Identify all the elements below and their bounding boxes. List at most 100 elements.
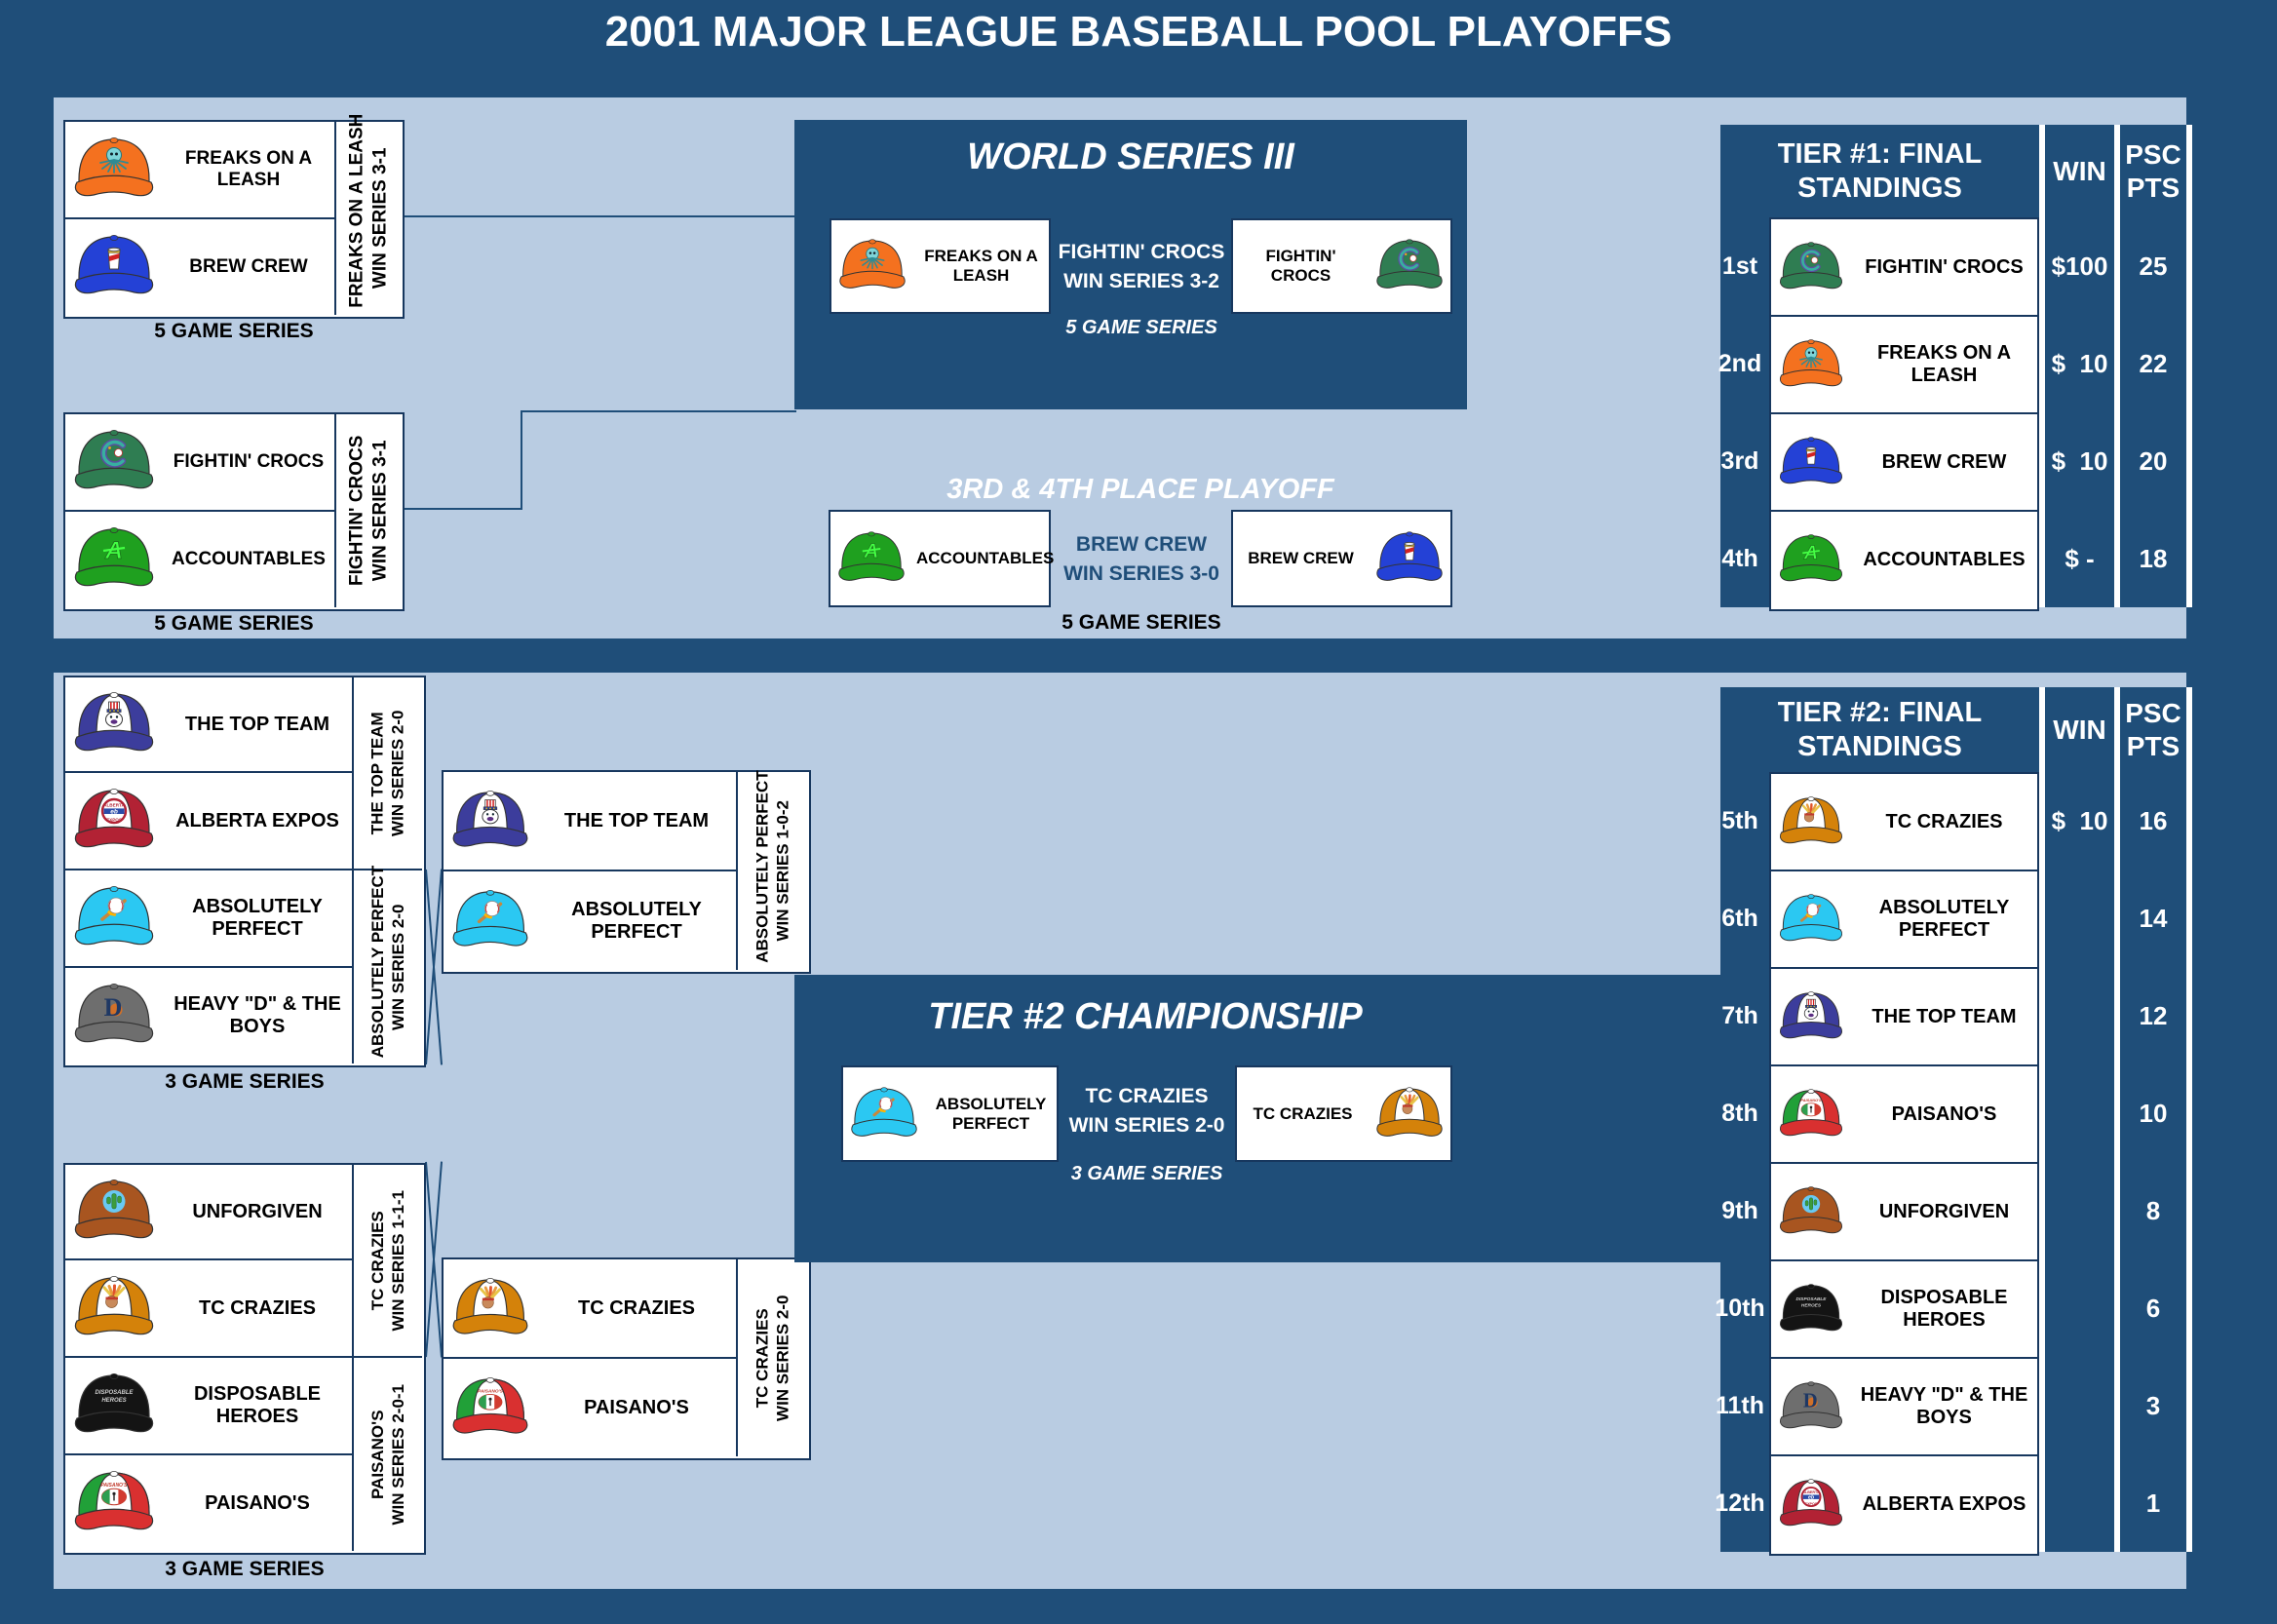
team-name: BREW CREW xyxy=(1248,549,1354,568)
expos-cap: ALBERTA eb EXPOS xyxy=(1771,1476,1851,1533)
psc-points: 3 xyxy=(2145,1390,2161,1420)
win-amount: $100 xyxy=(2051,251,2108,281)
expos-circle-icon: ALBERTA eb EXPOS xyxy=(100,797,128,825)
standings-row: BREW CREW xyxy=(1771,412,2037,510)
svg-text:PAISANO'S: PAISANO'S xyxy=(478,1388,503,1394)
third-place-title: 3RD & 4TH PLACE PLAYOFF xyxy=(946,474,1334,505)
expos-cap: ALBERTA eb EXPOS xyxy=(65,785,163,857)
pts-header-line: PTS xyxy=(2126,172,2181,203)
green-a-icon: A xyxy=(102,537,126,564)
italia-oval-icon: PAISANO'S xyxy=(1800,1097,1822,1116)
team-name: FIGHTIN' CROCS xyxy=(1265,247,1336,285)
standings-row: D HEAVY "D" & THE BOYS xyxy=(1771,1357,2037,1454)
team-name: THE TOP TEAM xyxy=(563,809,710,831)
brew-cap xyxy=(1369,528,1450,589)
disposable-cap-icon: DISPOSABLE HEROES xyxy=(74,1373,154,1433)
winner-name: FIGHTIN' CROCS xyxy=(346,435,367,587)
unforgiven-cap-icon xyxy=(74,1179,154,1239)
topteam-cap-icon xyxy=(452,790,528,847)
team-row: THE TOP TEAM xyxy=(65,677,352,771)
freaks-cap-icon xyxy=(1779,338,1843,386)
winner-name: PAISANO'S xyxy=(367,1410,387,1499)
octopus-alien-icon xyxy=(860,247,885,270)
unforgiven-cap-icon xyxy=(1779,1185,1843,1233)
brew-cap xyxy=(1771,434,1851,491)
old-english-d-icon: D xyxy=(1803,1390,1818,1411)
team-name: ACCOUNTABLES xyxy=(1863,548,2026,570)
rank-label: 9th xyxy=(1721,1196,1758,1224)
baseball-bat-icon xyxy=(1799,902,1822,922)
rank-label: 2nd xyxy=(1717,349,1762,377)
freaks-cap xyxy=(65,134,163,206)
accountables-cap: A xyxy=(830,528,912,589)
team-row: ABSOLUTELY PERFECT xyxy=(65,869,352,966)
team-name: HEAVY "D" & THE BOYS xyxy=(174,993,341,1037)
topteam-cap xyxy=(1771,988,1851,1046)
paisanos-cap: PAISANO'S xyxy=(1771,1086,1851,1143)
team-name: BREW CREW xyxy=(189,256,308,278)
chief-head-icon xyxy=(1400,1093,1419,1114)
series-winner: TC CRAZIES xyxy=(1085,1085,1209,1107)
team-name: PAISANO'S xyxy=(205,1491,310,1514)
heavyd-cap-icon: D xyxy=(1779,1380,1843,1428)
team-name: TC CRAZIES xyxy=(1253,1103,1353,1123)
team-name: ACCOUNTABLES xyxy=(916,549,1055,568)
series-score: WIN SERIES 1-1-1 xyxy=(389,1189,408,1332)
standings-row: TC CRAZIES xyxy=(1771,774,2037,870)
team-name: ALBERTA EXPOS xyxy=(1862,1492,2026,1515)
team-row: PAISANO'S PAISANO'S xyxy=(444,1357,736,1456)
svg-text:ALBERTA: ALBERTA xyxy=(103,803,125,808)
finalist-box: FIGHTIN' CROCS xyxy=(1231,218,1452,314)
win-amount: $ 10 xyxy=(2051,805,2108,835)
matchup-box: THE TOP TEAM ALBERTA eb EXPOS ALBERTA EX… xyxy=(63,676,426,1067)
svg-text:DISPOSABLE: DISPOSABLE xyxy=(95,1390,134,1396)
series-winner: BREW CREW xyxy=(1075,533,1208,556)
standings-row: THE TOP TEAM xyxy=(1771,967,2037,1064)
metal-text-icon: DISPOSABLE HEROES xyxy=(95,1390,134,1404)
svg-text:D: D xyxy=(104,993,123,1022)
tccrazies-cap-icon xyxy=(74,1276,154,1335)
absperfect-cap xyxy=(1771,891,1851,948)
series-score: WIN SERIES 2-0-1 xyxy=(389,1383,408,1526)
metal-text-icon: DISPOSABLE HEROES xyxy=(1796,1295,1828,1307)
series-score: WIN SERIES 2-0 xyxy=(389,904,407,1030)
disposable-cap-icon: DISPOSABLE HEROES xyxy=(1779,1283,1843,1331)
baseball-bat-icon xyxy=(872,1096,895,1116)
column-divider xyxy=(2039,125,2045,607)
tier2-championship-title: TIER #2 CHAMPIONSHIP xyxy=(928,996,1363,1037)
standings-row: DISPOSABLE HEROES DISPOSABLE HEROES xyxy=(1771,1259,2037,1357)
series-score: WIN SERIES 3-1 xyxy=(369,147,390,290)
heavyd-cap: D xyxy=(1771,1378,1851,1436)
win-amount xyxy=(2045,1357,2114,1454)
team-row: FIGHTIN' CROCS xyxy=(65,414,334,510)
psc-points: 16 xyxy=(2139,805,2168,835)
octopus-alien-icon xyxy=(99,147,129,174)
team-name: PAISANO'S xyxy=(1891,1102,1997,1125)
series-length-label: 5 GAME SERIES xyxy=(154,612,314,635)
croc-c-icon xyxy=(1398,247,1420,271)
team-row: FREAKS ON A LEASH xyxy=(65,122,334,217)
series-score: WIN SERIES 3-2 xyxy=(1063,270,1219,292)
paisanos-cap: PAISANO'S xyxy=(444,1373,537,1443)
svg-text:eb: eb xyxy=(110,809,118,816)
bracket-connector-line xyxy=(405,215,830,217)
team-name: UNFORGIVEN xyxy=(1878,1200,2010,1222)
absperfect-cap-icon xyxy=(74,886,154,946)
italia-oval-icon: PAISANO'S xyxy=(101,1483,128,1506)
finalist-box: A ACCOUNTABLES xyxy=(829,510,1054,607)
team-name: THE TOP TEAM xyxy=(184,713,330,735)
bracket-connector-line xyxy=(521,410,522,510)
duck-tophat-icon xyxy=(105,701,123,727)
disposable-cap: DISPOSABLE HEROES xyxy=(65,1370,163,1442)
svg-text:EXPOS: EXPOS xyxy=(1805,1501,1818,1505)
unforgiven-cap xyxy=(65,1176,163,1248)
team-name: PAISANO'S xyxy=(584,1396,689,1418)
accountables-cap-icon: A xyxy=(74,527,154,587)
psc-points: 22 xyxy=(2139,348,2168,378)
team-row: DISPOSABLE HEROES DISPOSABLE HEROES xyxy=(65,1356,352,1453)
